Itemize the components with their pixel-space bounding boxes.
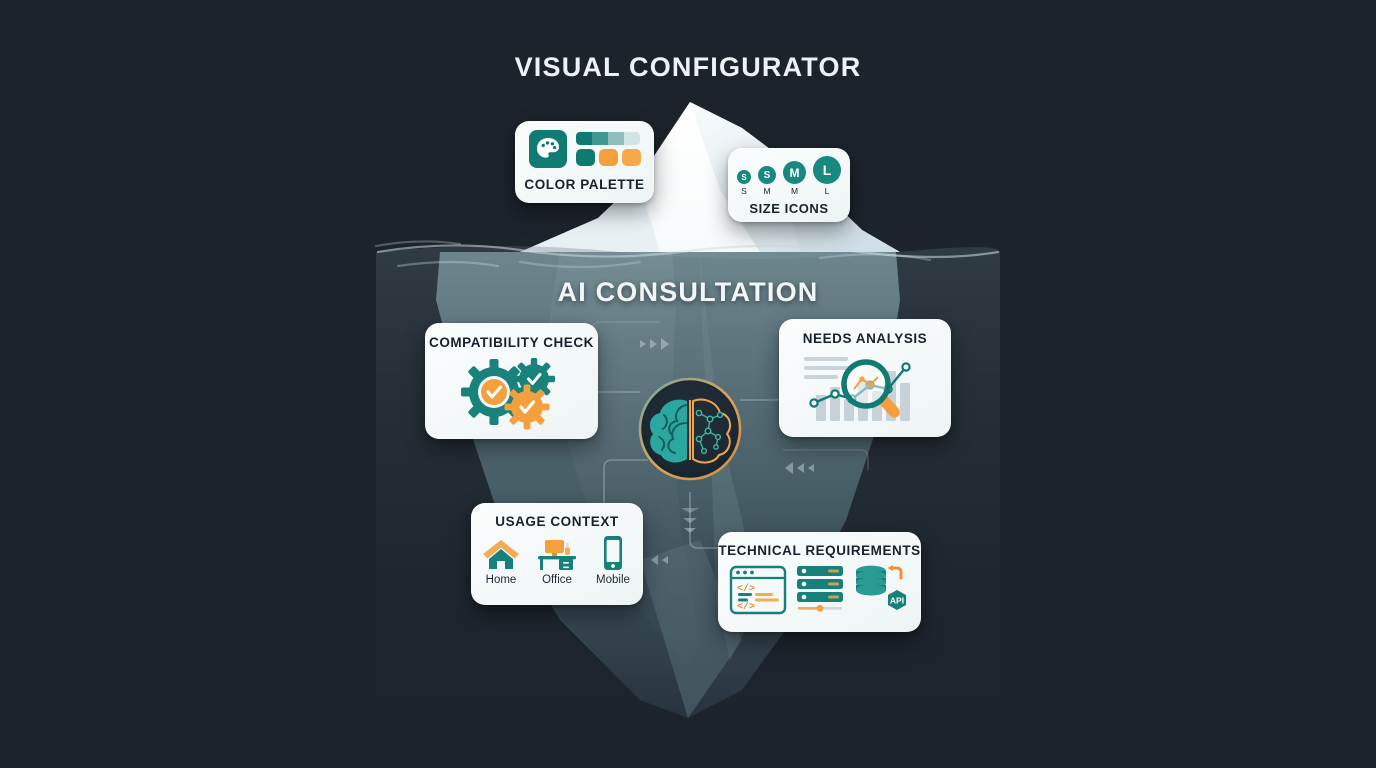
water-surface-waves [374, 240, 1000, 269]
size-badge: S [758, 166, 776, 184]
card-title-technical-requirements: TECHNICAL REQUIREMENTS [718, 543, 921, 558]
technical-icon-row: </> </> [729, 564, 910, 615]
size-badge: S [737, 170, 751, 184]
document-lines [804, 357, 856, 379]
size-badge: L [813, 156, 841, 184]
ai-brain-icon[interactable] [638, 377, 742, 481]
usage-context-items: Home [474, 535, 640, 586]
card-title-usage-context: USAGE CONTEXT [495, 514, 619, 529]
card-title-color-palette: COLOR PALETTE [524, 177, 645, 192]
magnifier-lens [841, 359, 891, 409]
palette-icon [528, 130, 567, 168]
smartphone-icon [599, 535, 627, 571]
size-badge: M [783, 161, 806, 184]
size-item-m[interactable]: M M [783, 161, 806, 196]
palette-swatch-row-bottom [575, 149, 641, 166]
api-label: API [889, 596, 903, 606]
usage-item-office[interactable]: Office [530, 537, 584, 586]
card-needs-analysis[interactable]: NEEDS ANALYSIS [779, 319, 951, 437]
usage-label: Mobile [596, 574, 630, 586]
desk-icon [535, 537, 579, 571]
card-title-compatibility-check: COMPATIBILITY CHECK [429, 335, 594, 350]
card-compatibility-check[interactable]: COMPATIBILITY CHECK [425, 323, 598, 439]
server-rack-icon [795, 564, 845, 614]
card-technical-requirements[interactable]: TECHNICAL REQUIREMENTS </> </> [718, 532, 921, 632]
card-usage-context[interactable]: USAGE CONTEXT Home [471, 503, 643, 605]
code-window-icon: </> </> [729, 565, 786, 615]
card-color-palette[interactable]: COLOR PALETTE [515, 121, 654, 203]
gears-with-checkmarks-icon [456, 354, 568, 430]
size-item-s2[interactable]: S M [758, 166, 776, 196]
size-item-l[interactable]: L L [813, 156, 841, 196]
usage-item-home[interactable]: Home [474, 537, 528, 586]
size-label: M [763, 186, 771, 196]
palette-swatch-row-top [575, 132, 641, 145]
size-label: S [741, 186, 747, 196]
connector-arrows [640, 338, 814, 565]
size-label: L [824, 186, 830, 196]
card-title-size-icons: SIZE ICONS [749, 201, 829, 216]
svg-text:</>: </> [737, 601, 755, 613]
database-and-api-icon: API [854, 564, 910, 614]
usage-label: Home [485, 574, 517, 586]
house-icon [481, 537, 521, 571]
svg-text:</>: </> [737, 583, 755, 595]
size-label: M [790, 186, 799, 196]
magnifier-handle [878, 395, 900, 418]
magnifying-glass-over-bar-chart-icon [802, 351, 928, 423]
size-item-s1[interactable]: S S [737, 170, 751, 196]
api-hexagon-icon: API [887, 590, 906, 610]
usage-item-mobile[interactable]: Mobile [586, 535, 640, 586]
page-title-above-water: VISUAL CONFIGURATOR [514, 52, 862, 82]
size-icon-list: S S S M M M L L [737, 156, 841, 196]
database-icon [855, 565, 886, 596]
usage-label: Office [542, 574, 572, 586]
card-title-needs-analysis: NEEDS ANALYSIS [802, 331, 928, 346]
page-title-below-water: AI CONSULTATION [557, 277, 819, 307]
card-size-icons[interactable]: S S S M M M L L SIZE ICONS [728, 148, 850, 222]
palette-swatches [575, 132, 641, 166]
